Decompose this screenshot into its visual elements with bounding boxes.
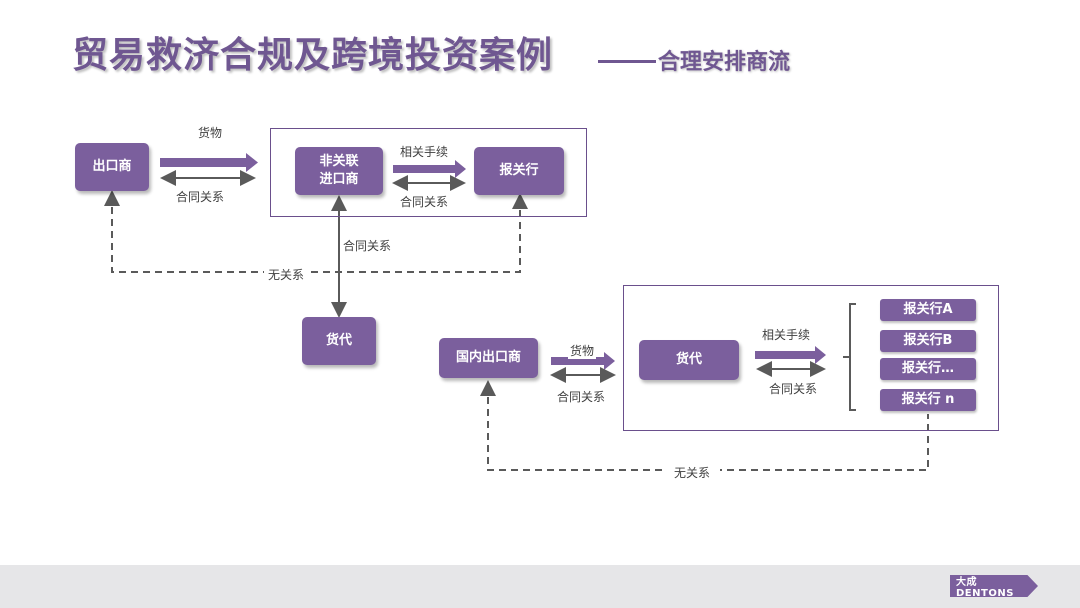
goods-arrowhead-top: [246, 153, 258, 172]
label-contract-vertical: 合同关系: [341, 237, 394, 254]
page-subtitle: 合理安排商流: [658, 50, 791, 75]
node-forwarder-bottom: 货代: [639, 340, 739, 380]
node-domestic-exporter: 国内出口商: [439, 338, 538, 378]
node-broker-a: 报关行A: [880, 299, 976, 321]
label-contract-inner: 合同关系: [398, 193, 451, 210]
label-procedures-bottom: 相关手续: [760, 326, 813, 343]
node-forwarder-top: 货代: [302, 317, 376, 365]
label-procedures-top: 相关手续: [398, 143, 451, 160]
label-contract-bottom: 合同关系: [555, 388, 608, 405]
procedures-arrowhead-top: [455, 160, 466, 178]
node-customs-broker: 报关行: [474, 147, 564, 195]
node-broker-b: 报关行B: [880, 330, 976, 352]
label-goods-bottom: 货物: [568, 342, 597, 359]
importer-broker-frame: [270, 128, 587, 217]
label-contract-inner-bottom: 合同关系: [767, 380, 820, 397]
broker-bracket: [843, 303, 856, 411]
node-broker-n: 报关行 n: [880, 389, 976, 411]
forwarder-broker-frame: [623, 285, 999, 431]
goods-arrow-top: [160, 158, 248, 167]
page-title: 贸易救济合规及跨境投资案例: [72, 35, 554, 76]
procedures-arrow-bottom: [755, 351, 817, 359]
label-goods-top: 货物: [196, 124, 225, 141]
label-contract-top: 合同关系: [174, 188, 227, 205]
procedures-arrowhead-bottom: [815, 346, 826, 364]
goods-arrowhead-bottom: [604, 352, 615, 370]
node-exporter: 出口商: [75, 143, 149, 191]
goods-arrow-bottom: [551, 357, 606, 365]
label-unrelated-bottom: 无关系: [664, 464, 721, 481]
footer-bar: [0, 565, 1080, 608]
dentons-logo: 大成 DENTONS: [950, 575, 1038, 597]
procedures-arrow-top: [393, 165, 457, 173]
title-dash: [598, 60, 656, 63]
node-broker-etc: 报关行…: [880, 358, 976, 380]
unrelated-dashed-top: [111, 195, 521, 273]
label-unrelated-top: 无关系: [264, 266, 309, 283]
node-unrelated-importer: 非关联 进口商: [295, 147, 383, 195]
